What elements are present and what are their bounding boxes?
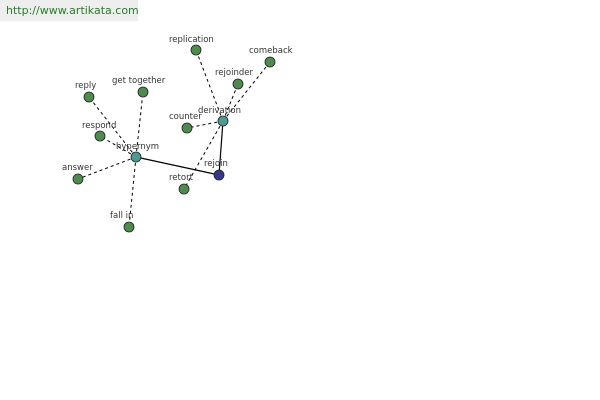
node-label-fall-in[interactable]: fall in <box>110 211 133 221</box>
node-dot-hypernym[interactable] <box>130 151 142 163</box>
node-replication[interactable]: replication <box>169 35 214 56</box>
edge-rejoin-hypernym <box>135 156 220 176</box>
edge-hypernym-answer <box>77 156 137 180</box>
node-label-respond[interactable]: respond <box>82 121 116 131</box>
node-derivation[interactable]: derivation <box>198 106 241 127</box>
node-rejoin[interactable]: rejoin <box>204 159 228 181</box>
node-fall-in[interactable]: fall in <box>110 211 135 233</box>
edge-hypernym-get-together <box>135 91 144 158</box>
node-counter[interactable]: counter <box>169 112 202 134</box>
node-dot-fall-in[interactable] <box>123 221 135 233</box>
site-url[interactable]: http://www.artikata.com <box>0 0 139 21</box>
edge-derivation-retort <box>183 120 224 190</box>
edge-derivation-replication <box>195 49 224 122</box>
node-dot-counter[interactable] <box>181 122 193 134</box>
node-label-reply[interactable]: reply <box>75 81 96 91</box>
node-get-together[interactable]: get together <box>112 76 166 98</box>
node-label-comeback[interactable]: comeback <box>249 46 293 56</box>
edge-hypernym-reply <box>88 96 137 158</box>
node-comeback[interactable]: comeback <box>249 46 293 68</box>
node-dot-replication[interactable] <box>190 44 202 56</box>
node-dot-rejoin[interactable] <box>213 169 225 181</box>
node-dot-answer[interactable] <box>72 173 84 185</box>
node-label-answer[interactable]: answer <box>62 163 93 173</box>
edge-derivation-comeback <box>222 61 271 122</box>
node-dot-reply[interactable] <box>83 91 95 103</box>
edge-rejoin-derivation <box>218 120 224 176</box>
node-answer[interactable]: answer <box>62 163 93 185</box>
node-label-counter[interactable]: counter <box>169 112 202 122</box>
edge-derivation-rejoinder <box>222 83 239 122</box>
node-dot-comeback[interactable] <box>264 56 276 68</box>
edges-layer <box>77 49 271 228</box>
node-dot-respond[interactable] <box>94 130 106 142</box>
node-retort[interactable]: retort <box>169 173 194 195</box>
edge-derivation-counter <box>186 120 224 129</box>
node-dot-derivation[interactable] <box>217 115 229 127</box>
node-label-hypernym[interactable]: hypernym <box>116 142 159 152</box>
node-reply[interactable]: reply <box>75 81 96 103</box>
edge-hypernym-respond <box>99 135 137 158</box>
node-dot-rejoinder[interactable] <box>232 78 244 90</box>
node-respond[interactable]: respond <box>82 121 116 142</box>
node-rejoinder[interactable]: rejoinder <box>215 68 253 90</box>
node-label-derivation[interactable]: derivation <box>198 106 241 116</box>
node-label-rejoin[interactable]: rejoin <box>204 159 228 169</box>
node-label-replication[interactable]: replication <box>169 35 214 45</box>
node-label-rejoinder[interactable]: rejoinder <box>215 68 253 78</box>
node-dot-get-together[interactable] <box>137 86 149 98</box>
node-label-retort[interactable]: retort <box>169 173 194 183</box>
node-label-get-together[interactable]: get together <box>112 76 166 86</box>
nodes-layer: rejoin hypernym derivation reply get togethe… <box>62 35 293 233</box>
node-hypernym[interactable]: hypernym <box>116 142 159 163</box>
node-dot-retort[interactable] <box>178 183 190 195</box>
